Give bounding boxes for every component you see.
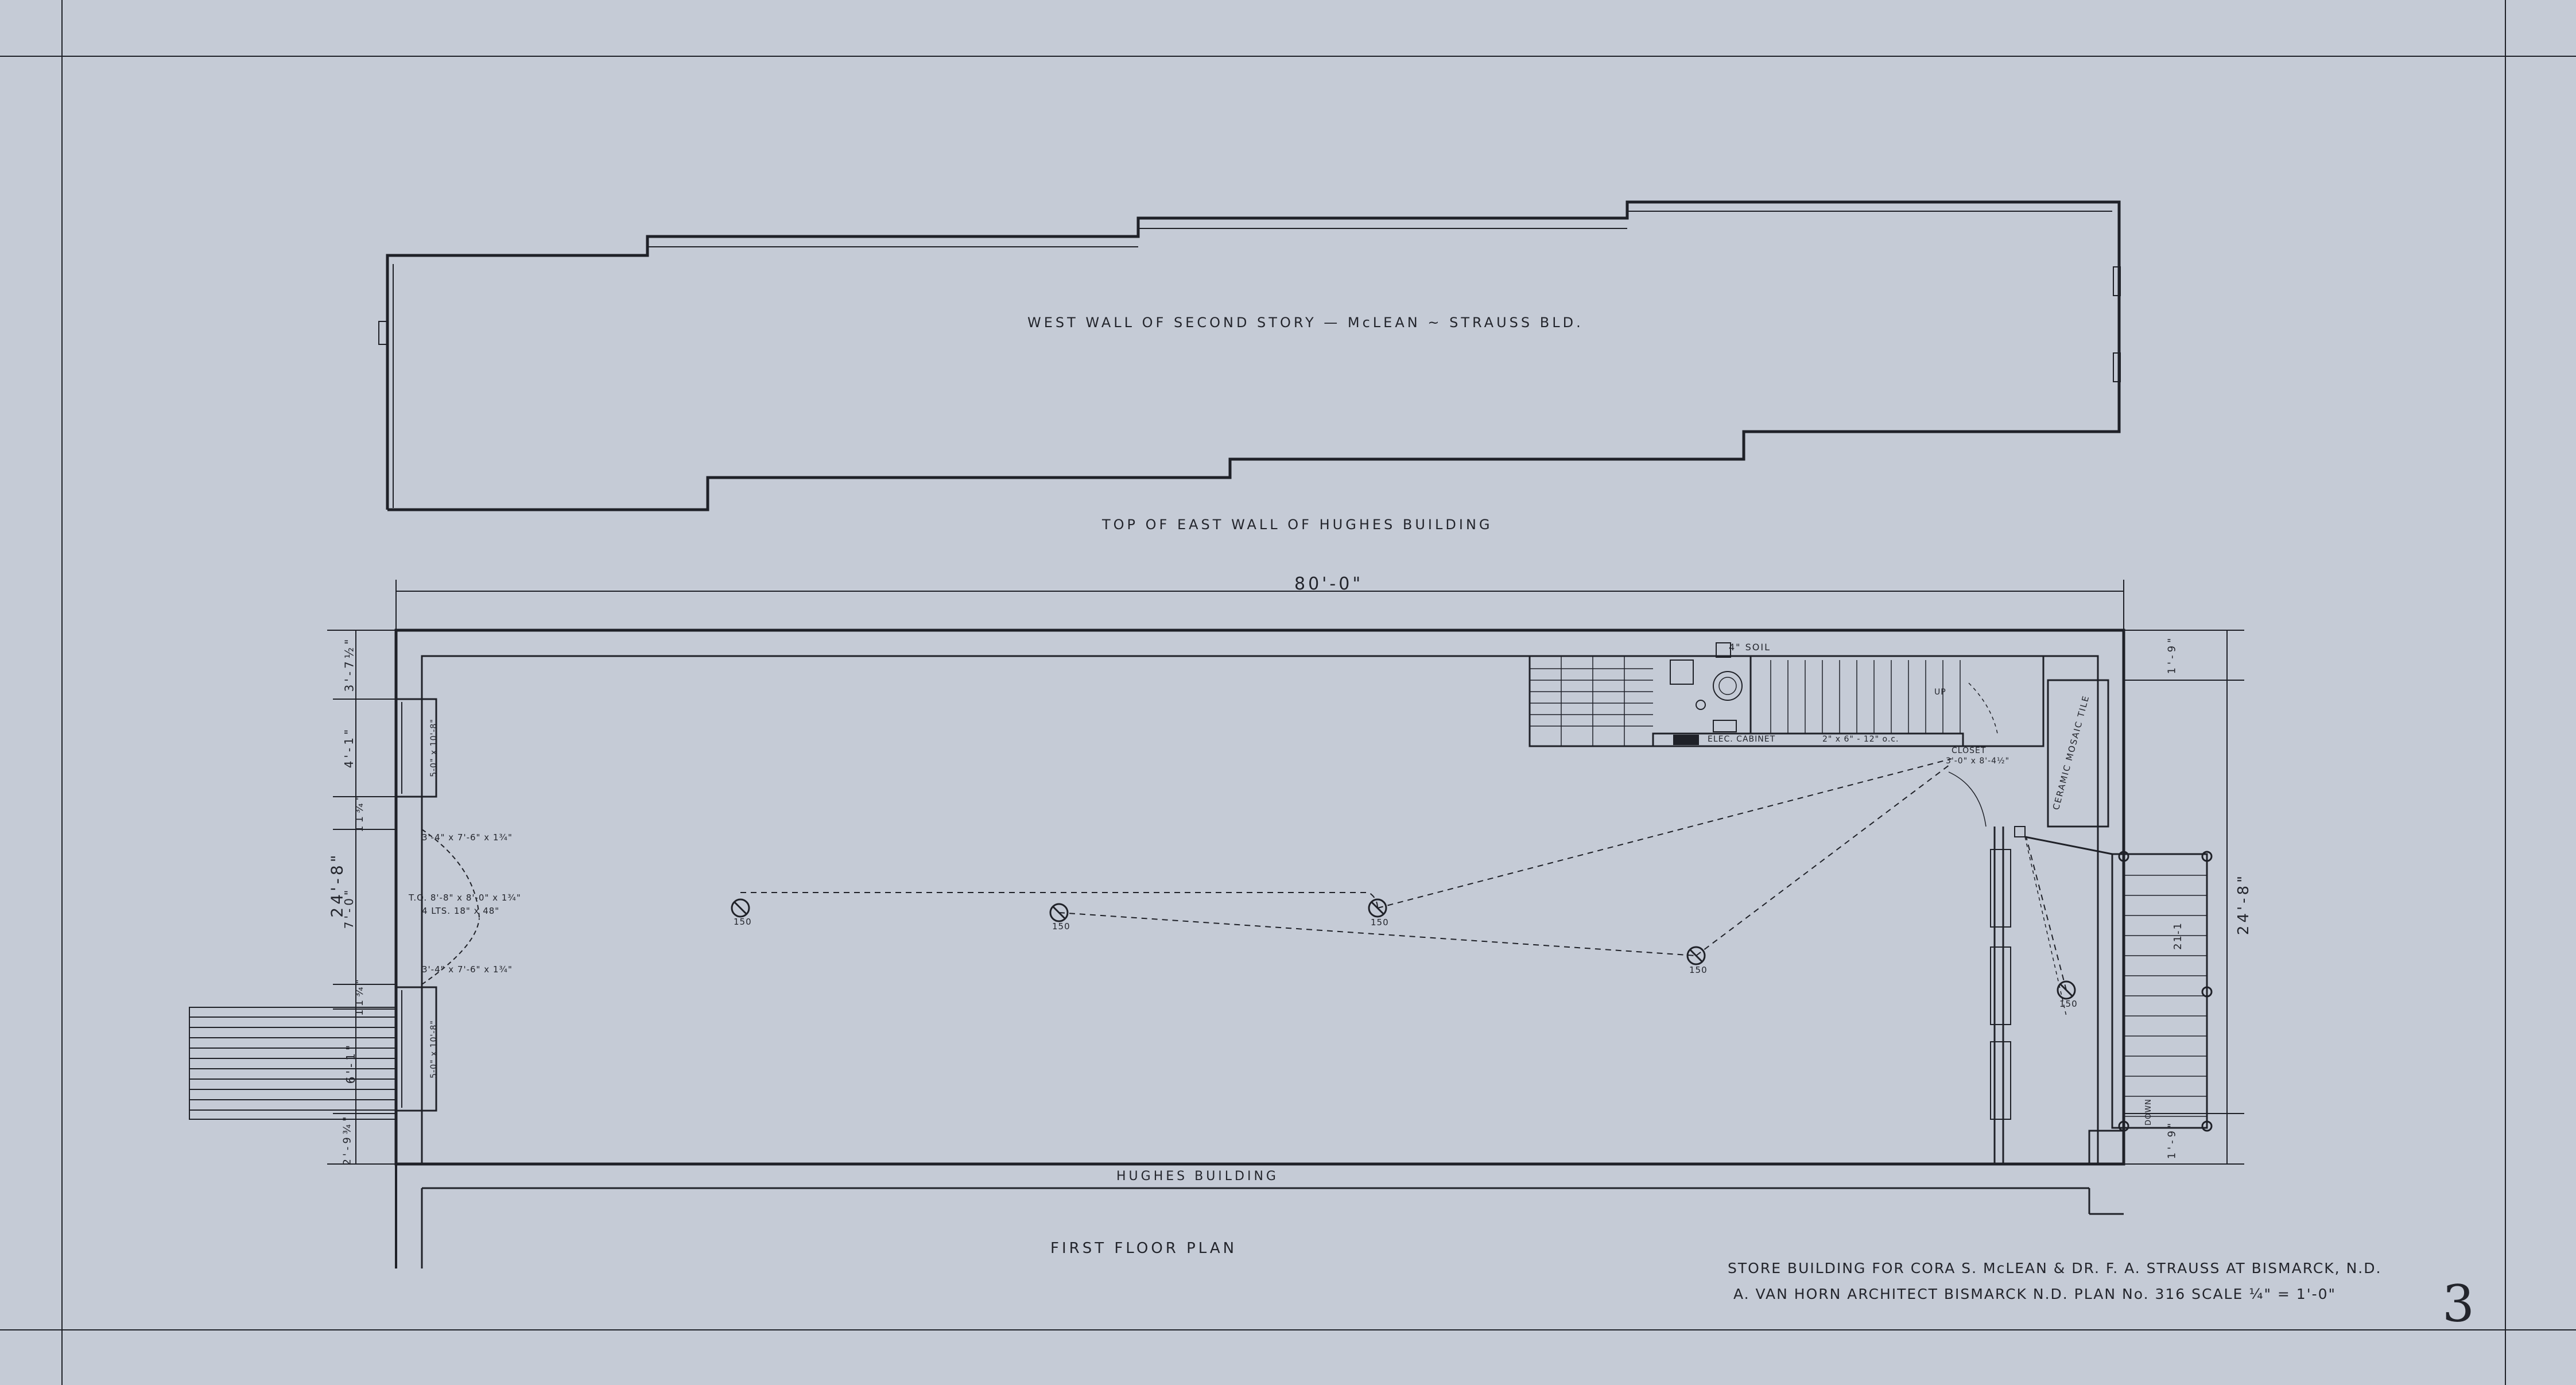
front-steps xyxy=(189,1007,397,1120)
tile-vestibule xyxy=(2047,679,2109,828)
water-closet xyxy=(1713,671,1743,701)
soil-label: 4" SOIL xyxy=(1729,642,1771,653)
elec-cabinet xyxy=(1652,732,1964,747)
closet-label: CLOSET xyxy=(1952,746,1987,755)
rear-window-3 xyxy=(1990,1041,2011,1120)
title-block-line-1: STORE BUILDING FOR CORA S. McLEAN & DR. … xyxy=(1728,1260,2382,1277)
rear-window-2 xyxy=(1990,946,2011,1025)
right-dim-2: 1'-9" xyxy=(2166,1120,2178,1159)
electric-wiring xyxy=(740,758,2067,991)
window-note-1: 5-0" x 10'-8" xyxy=(429,719,439,777)
pier xyxy=(2088,1130,2125,1165)
rear-stair-block xyxy=(1528,655,2044,747)
left-dim-6: 6'-1" xyxy=(344,1042,358,1084)
light-outlet xyxy=(1368,898,1387,918)
stair-treads-basement xyxy=(1530,656,1653,746)
title-block-line-2: A. VAN HORN ARCHITECT BISMARCK N.D. PLAN… xyxy=(1733,1286,2336,1302)
east-wall-label: TOP OF EAST WALL OF HUGHES BUILDING xyxy=(1102,517,1493,533)
stair-count-label: 21-1 xyxy=(2171,922,2184,950)
plan-inner-wall xyxy=(421,655,2099,1165)
down-label: DOWN xyxy=(2144,1099,2153,1126)
left-dim-1: 3'-7½" xyxy=(342,636,356,692)
window-note-2: 5-0" x 10'-8" xyxy=(429,1020,439,1078)
door-note-4: 3'-4" x 7'-6" x 1¾" xyxy=(422,964,513,975)
door-note-2: T.O. 8'-8" x 8'-0" x 1¾" xyxy=(409,893,521,903)
door-note-3: 4 LTS. 18" x 48" xyxy=(422,906,500,916)
joist-label: 2" x 6" - 12" o.c. xyxy=(1822,735,1899,744)
right-dimension: 24'-8" xyxy=(2235,872,2253,936)
lavatory xyxy=(1670,659,1694,685)
door-note-1: 3'-4" x 7'-6" x 1¾" xyxy=(422,832,513,843)
floor-plan-label: FIRST FLOOR PLAN xyxy=(1050,1240,1237,1257)
hughes-label: HUGHES BUILDING xyxy=(1116,1169,1279,1184)
front-window-top xyxy=(395,698,437,798)
light-outlet xyxy=(1686,946,1706,965)
light-outlet xyxy=(1049,903,1069,922)
lamp-label-4: 150 xyxy=(1689,965,1708,975)
sheet-number: 3 xyxy=(2442,1274,2474,1333)
overall-dimension: 80'-0" xyxy=(1294,574,1364,594)
up-label: UP xyxy=(1934,688,1946,697)
west-wall-elevation xyxy=(386,200,2121,511)
left-dim-2: 4'-1" xyxy=(342,726,356,769)
stair-treads-main xyxy=(1770,660,1961,734)
light-outlet xyxy=(731,898,750,918)
side-stair xyxy=(2111,853,2208,1129)
light-outlet xyxy=(2057,980,2076,1000)
lamp-label-1: 150 xyxy=(734,917,752,927)
plan-outer-wall xyxy=(394,629,2125,1166)
lamp-label-2: 150 xyxy=(1052,921,1070,932)
side-stair-treads xyxy=(2124,875,2207,1117)
right-dim-1: 1'-9" xyxy=(2166,635,2178,674)
lamp-label-5: 150 xyxy=(2059,999,2078,1009)
elec-cabinet-label: ELEC. CABINET xyxy=(1708,735,1776,744)
elevation-vent-2 xyxy=(2113,352,2121,382)
left-dim-5: 11¾" xyxy=(353,976,366,1016)
elevation-label: WEST WALL OF SECOND STORY — McLEAN ~ STR… xyxy=(1027,315,1584,331)
elevation-vent xyxy=(2113,266,2121,296)
rear-window-1 xyxy=(1990,849,2011,928)
entrance-door-swing xyxy=(421,829,480,919)
elevation-cornice xyxy=(378,321,387,345)
stair-dim-label: 3'-0" x 8'-4½" xyxy=(1946,756,2010,766)
left-dim-4: 7'-0" xyxy=(342,887,356,929)
light-outlets xyxy=(731,898,2076,1000)
left-dim-7: 2'-9¾" xyxy=(341,1114,354,1166)
left-dim-3: 11¾" xyxy=(353,793,366,832)
lamp-label-3: 150 xyxy=(1371,917,1389,928)
